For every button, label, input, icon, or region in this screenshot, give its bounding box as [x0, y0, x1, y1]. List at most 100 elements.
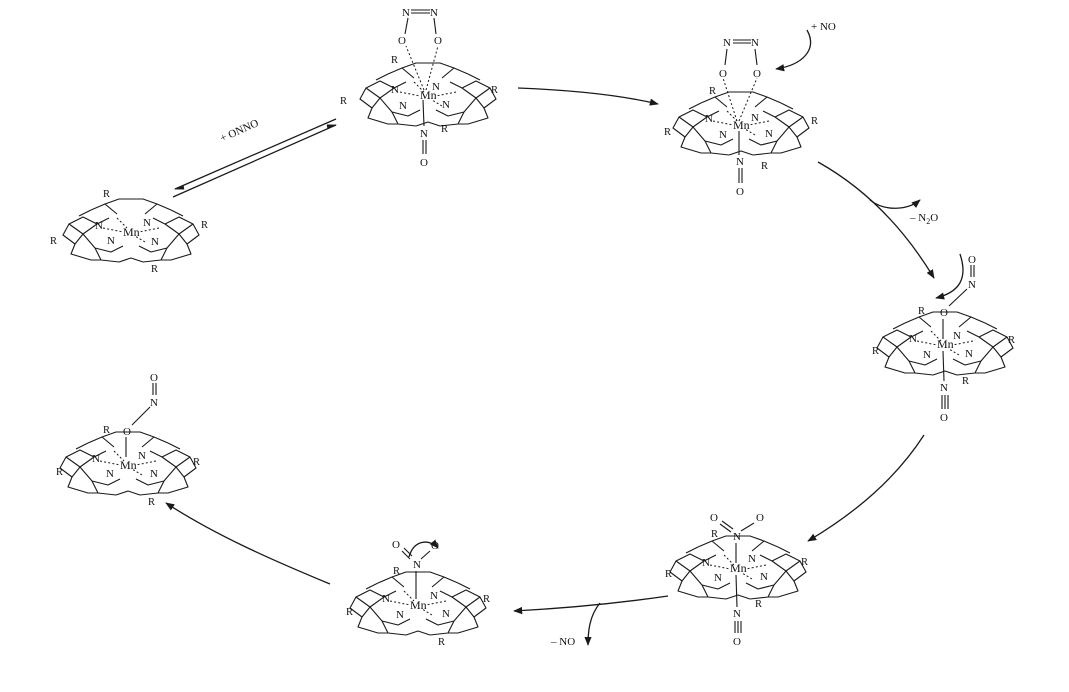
substituent-label: R [391, 55, 398, 66]
nitrogen-label: N [705, 113, 713, 125]
oxygen-label: O [733, 636, 741, 648]
n2o-release-arrow [869, 199, 921, 209]
nitrogen-label: N [736, 156, 744, 168]
nitrogen-label: N [138, 450, 146, 462]
metal-label: Mn [733, 118, 750, 132]
oxygen-label: O [756, 512, 764, 524]
metal-label: Mn [410, 598, 427, 612]
substituent-label: R [755, 599, 762, 610]
nitrogen-label: N [402, 7, 410, 19]
substituent-label: R [103, 189, 110, 200]
oxygen-label: O [150, 372, 158, 384]
nitrogen-label: N [748, 553, 756, 565]
arrow-step-5 [165, 502, 331, 585]
arrow-step-3 [807, 434, 925, 542]
no-attack-arrow [935, 253, 964, 300]
nitrogen-label: N [953, 330, 961, 342]
nitrogen-label: N [733, 608, 741, 620]
metal-label: Mn [420, 88, 437, 102]
substituent-label: R [438, 637, 445, 648]
arrow-step-4 [513, 595, 669, 615]
substituent-label: R [340, 96, 347, 107]
oxygen-label: O [434, 35, 442, 47]
nitrogen-label: N [382, 593, 390, 605]
substituent-label: R [151, 264, 158, 275]
equilibrium-arrow-reverse [174, 118, 337, 190]
substituent-label: R [918, 306, 925, 317]
nitrogen-label: N [714, 572, 722, 584]
substituent-label: R [491, 85, 498, 96]
nitrogen-label: N [107, 235, 115, 247]
substituent-label: R [1008, 335, 1015, 346]
nitrogen-label: N [702, 557, 710, 569]
substituent-label: R [872, 346, 879, 357]
nitrogen-label: N [940, 382, 948, 394]
metal-label: Mn [120, 458, 137, 472]
substituent-label: R [441, 124, 448, 135]
substituent-label: R [709, 86, 716, 97]
substituent-label: R [811, 116, 818, 127]
substituent-label: R [665, 569, 672, 580]
metal-label: Mn [730, 561, 747, 575]
arrow-step-2 [817, 161, 935, 279]
oxygen-label: O [420, 157, 428, 169]
substituent-label: R [56, 467, 63, 478]
nitrogen-label: N [432, 81, 440, 93]
substituent-label: R [201, 220, 208, 231]
nitrogen-label: N [719, 129, 727, 141]
nitrogen-label: N [151, 236, 159, 248]
nitrogen-label: N [413, 559, 421, 571]
nitrogen-label: N [106, 468, 114, 480]
substituent-label: R [962, 376, 969, 387]
label-add-no: + NO [811, 21, 836, 33]
oxygen-label: O [753, 68, 761, 80]
substituent-label: R [483, 594, 490, 605]
oxygen-label: O [392, 539, 400, 551]
arrow-step-1 [517, 87, 659, 106]
nitrogen-label: N [430, 590, 438, 602]
oxygen-label: O [719, 68, 727, 80]
nitrogen-label: N [430, 7, 438, 19]
nitrogen-label: N [923, 349, 931, 361]
no-release-arrow [584, 602, 601, 646]
nitrogen-label: N [399, 100, 407, 112]
nitrogen-label: N [150, 397, 158, 409]
nitrogen-label: N [909, 333, 917, 345]
nitrogen-label: N [420, 128, 428, 140]
nitrogen-label: N [760, 571, 768, 583]
oxygen-label: O [968, 254, 976, 266]
nitrogen-label: N [396, 609, 404, 621]
nitrogen-label: N [751, 112, 759, 124]
nitrogen-label: N [968, 279, 976, 291]
substituent-label: R [50, 236, 57, 247]
oxygen-label: O [940, 307, 948, 319]
substituent-label: R [393, 566, 400, 577]
substituent-label: R [801, 557, 808, 568]
substituent-label: R [193, 457, 200, 468]
oxygen-label: O [940, 412, 948, 424]
substituent-label: R [346, 607, 353, 618]
equilibrium-arrow-forward [172, 124, 337, 198]
nitrogen-label: N [733, 531, 741, 543]
substituent-label: R [761, 161, 768, 172]
nitrogen-label: N [765, 128, 773, 140]
nitrogen-label: N [442, 99, 450, 111]
metal-label: Mn [123, 225, 140, 239]
nitrogen-label: N [150, 468, 158, 480]
nitrogen-label: N [723, 37, 731, 49]
nitrogen-label: N [391, 84, 399, 96]
substituent-label: R [711, 529, 718, 540]
oxygen-label: O [398, 35, 406, 47]
nitrogen-label: N [442, 608, 450, 620]
substituent-label: R [103, 425, 110, 436]
nitrogen-label: N [751, 37, 759, 49]
